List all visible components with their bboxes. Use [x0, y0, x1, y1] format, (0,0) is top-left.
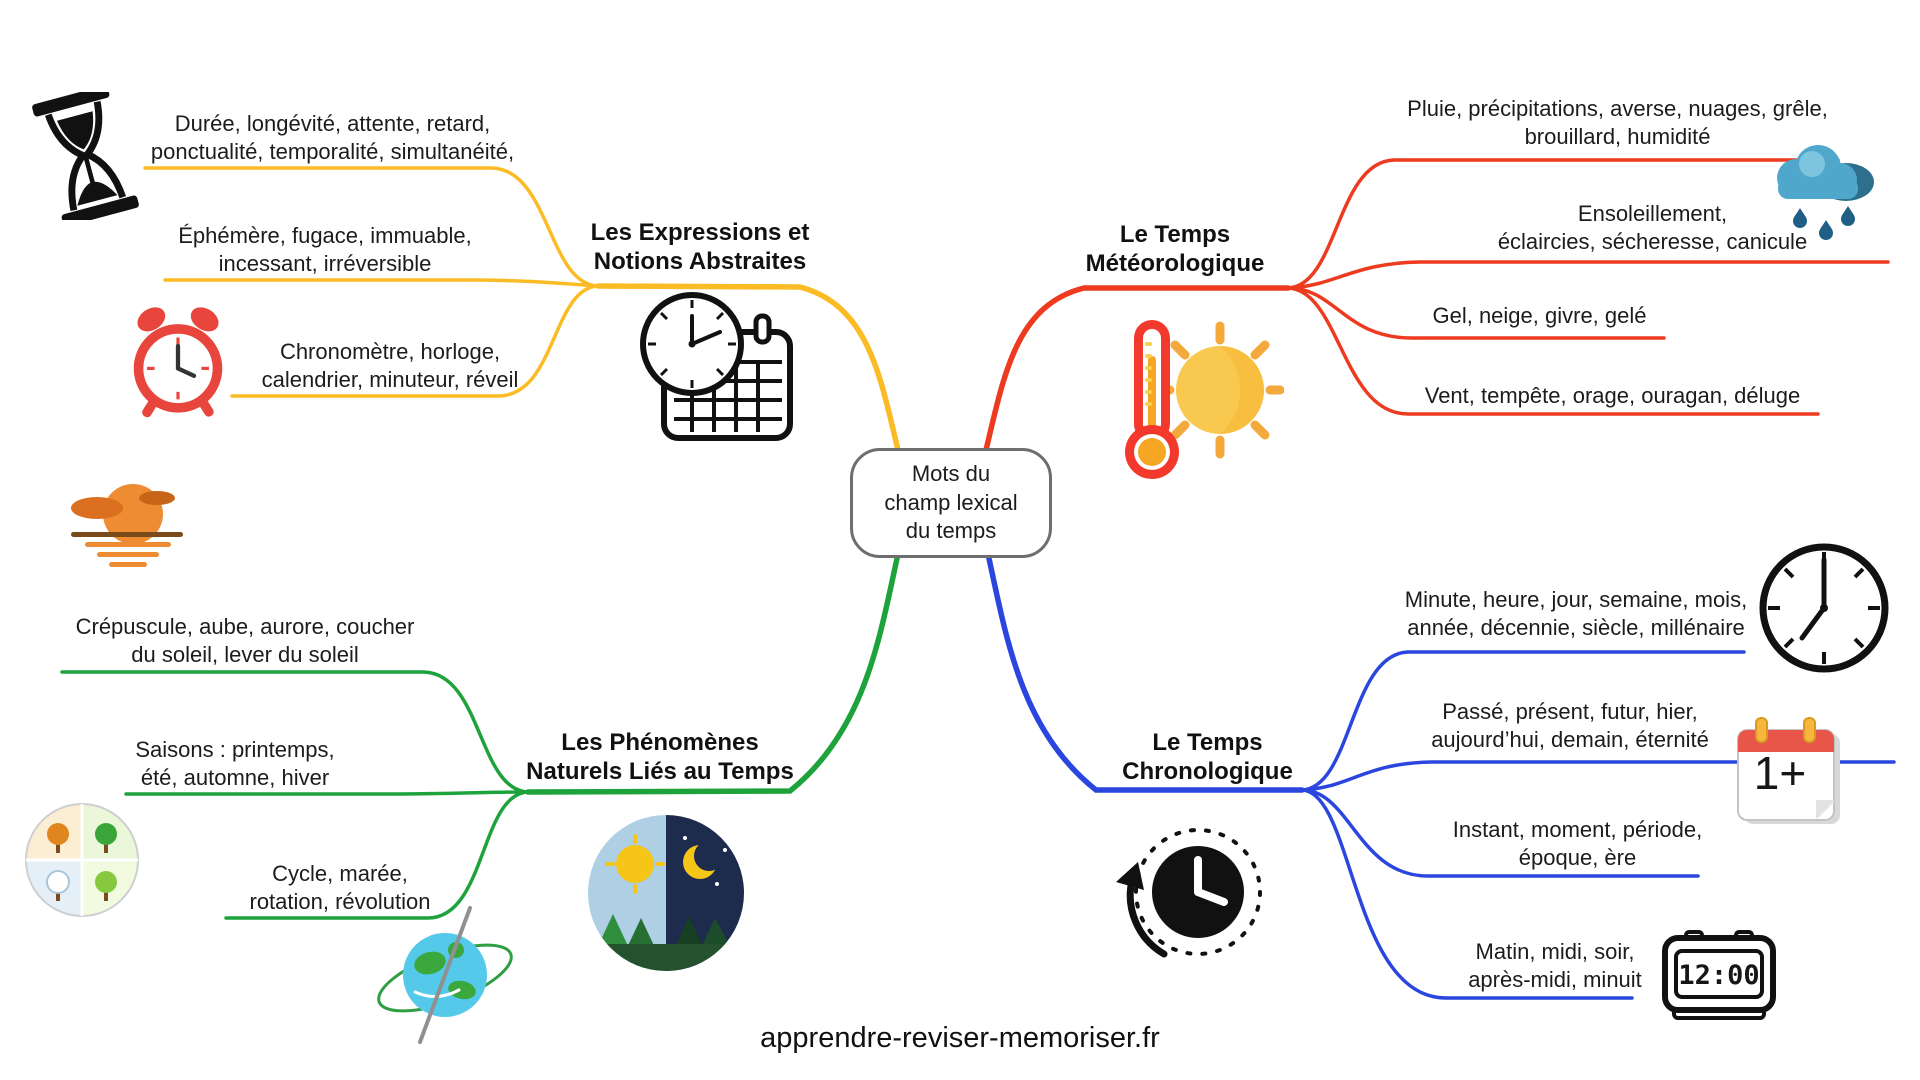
- branch-heading-meteorologique: Le Temps Météorologique: [1085, 221, 1265, 278]
- central-node: Mots du champ lexical du temps: [850, 448, 1052, 558]
- branch-heading-chronologique: Le Temps Chronologique: [1122, 729, 1293, 786]
- clock-calendar-icon: [640, 292, 793, 441]
- four-seasons-icon: [25, 803, 139, 917]
- day-night-icon: [588, 815, 744, 971]
- alarm-clock-icon: [133, 307, 223, 418]
- branch-item: Pluie, précipitations, averse, nuages, g…: [1407, 96, 1828, 150]
- branch-item: Chronomètre, horloge, calendrier, minute…: [261, 339, 519, 393]
- branch-heading-expressions: Les Expressions et Notions Abstraites: [590, 219, 810, 276]
- digital-clock-icon: [1662, 930, 1776, 1020]
- digital-clock-time: 12:00: [1678, 960, 1760, 991]
- branch-item: Minute, heure, jour, semaine, mois, anné…: [1404, 587, 1748, 641]
- branch-heading-phenomenes: Les Phénomènes Naturels Liés au Temps: [526, 729, 794, 786]
- branch-item: Passé, présent, futur, hier, aujourd’hui…: [1431, 699, 1709, 753]
- hourglass-icon: [32, 92, 139, 220]
- rain-cloud-icon: [1777, 145, 1874, 240]
- branch-item: Ensoleillement, éclaircies, sécheresse, …: [1497, 201, 1808, 255]
- branch-item: Cycle, marée, rotation, révolution: [249, 861, 431, 915]
- branch-item: Éphémère, fugace, immuable, incessant, i…: [178, 223, 472, 277]
- central-node-title: Mots du champ lexical du temps: [884, 461, 1018, 544]
- analog-clock-icon: [1759, 543, 1889, 673]
- branch-item: Instant, moment, période, époque, ère: [1452, 817, 1703, 871]
- thermometer-sun-icon: [1125, 320, 1284, 479]
- footer-url: apprendre-reviser-memoriser.fr: [760, 1022, 1160, 1054]
- earth-orbit-icon: [377, 906, 513, 1044]
- calendar-plus-icon: [1737, 717, 1840, 824]
- branch-item: Crépuscule, aube, aurore, coucher du sol…: [75, 614, 415, 668]
- sunset-icon: [71, 484, 183, 567]
- branch-item: Gel, neige, givre, gelé: [1432, 303, 1647, 328]
- history-clock-icon: [1116, 828, 1262, 958]
- branch-item: Saisons : printemps, été, automne, hiver: [135, 737, 335, 791]
- branch-item: Vent, tempête, orage, ouragan, déluge: [1424, 383, 1801, 408]
- calendar-plus-label: 1+: [1753, 747, 1807, 799]
- branch-item: Durée, longévité, attente, retard, ponct…: [150, 111, 515, 165]
- branch-item: Matin, midi, soir, après-midi, minuit: [1468, 939, 1642, 993]
